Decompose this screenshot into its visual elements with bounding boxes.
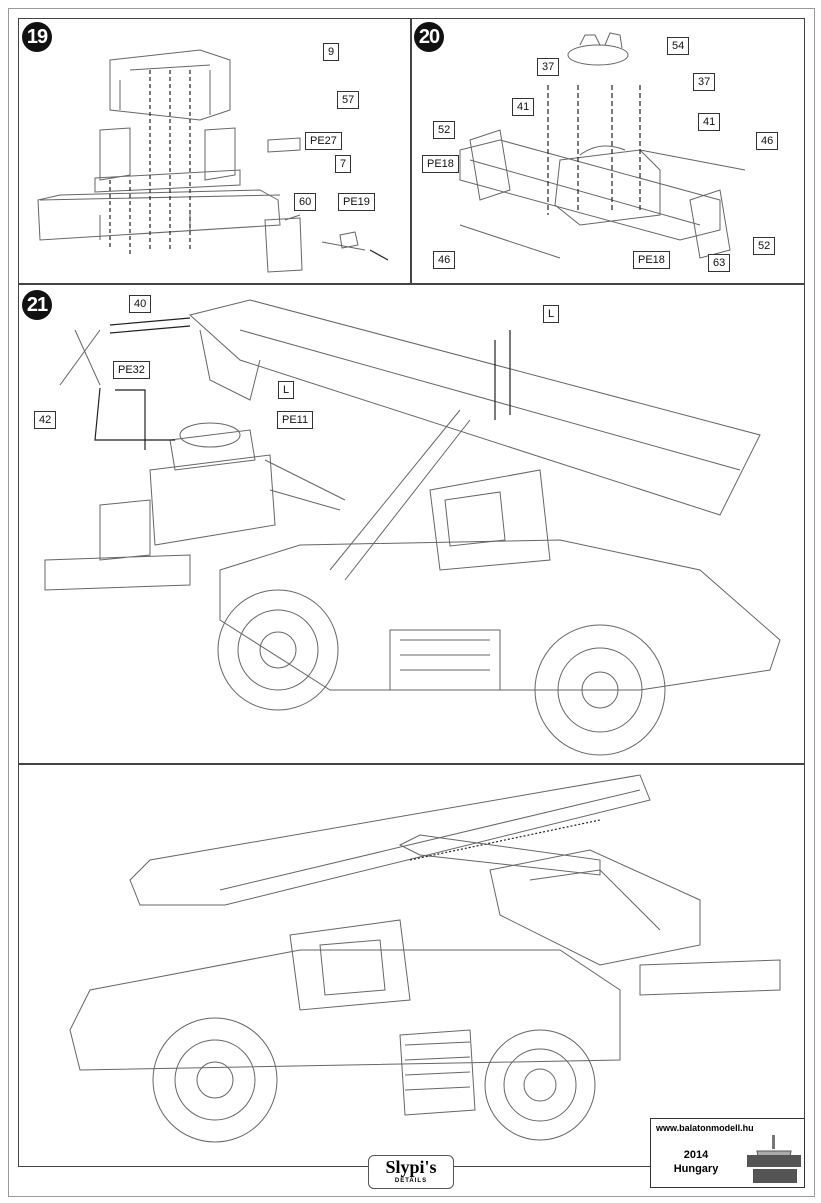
part-label-pe11: PE11 [277, 411, 314, 429]
part-label-52: 52 [753, 237, 776, 255]
part-label-l: L [278, 381, 295, 399]
step-number-20: 20 [414, 22, 444, 52]
balaton-modell-logo [747, 1135, 801, 1183]
part-label-46: 46 [433, 251, 456, 269]
brand-sub: DETAILS [394, 1178, 428, 1184]
publisher-info-box: www.balatonmodell.hu 2014 Hungary [650, 1118, 805, 1188]
year: 2014 [683, 1149, 709, 1161]
step-number-19: 19 [22, 22, 52, 52]
panel-step-19 [18, 18, 412, 285]
country: Hungary [673, 1163, 719, 1175]
panel-step-20 [410, 18, 805, 285]
part-label-l: L [543, 305, 560, 323]
part-label-41: 41 [698, 113, 721, 131]
part-label-46: 46 [756, 132, 779, 150]
step21-drawing [44, 299, 781, 756]
panel-step-21 [18, 283, 805, 765]
part-label-pe27: PE27 [305, 132, 342, 150]
part-label-60: 60 [294, 193, 317, 211]
part-label-63: 63 [708, 254, 731, 272]
final-view-drawing [69, 774, 781, 1143]
step20-drawing [459, 32, 746, 259]
brand-name: Slypi's [385, 1157, 437, 1177]
step-number-21: 21 [22, 290, 52, 320]
part-label-pe19: PE19 [338, 193, 375, 211]
part-label-52: 52 [433, 121, 456, 139]
part-label-pe18: PE18 [633, 251, 670, 269]
page-border [8, 8, 815, 1197]
part-label-40: 40 [129, 295, 152, 313]
step19-drawing [37, 49, 389, 273]
website-url: www.balatonmodell.hu [656, 1123, 754, 1133]
part-label-42: 42 [34, 411, 57, 429]
part-label-57: 57 [337, 91, 360, 109]
part-label-pe32: PE32 [113, 361, 150, 379]
part-label-9: 9 [323, 43, 340, 61]
part-label-41: 41 [512, 98, 535, 116]
part-label-7: 7 [335, 155, 352, 173]
part-label-54: 54 [667, 37, 690, 55]
part-label-37: 37 [693, 73, 716, 91]
part-label-37: 37 [537, 58, 560, 76]
part-label-pe18: PE18 [422, 155, 459, 173]
